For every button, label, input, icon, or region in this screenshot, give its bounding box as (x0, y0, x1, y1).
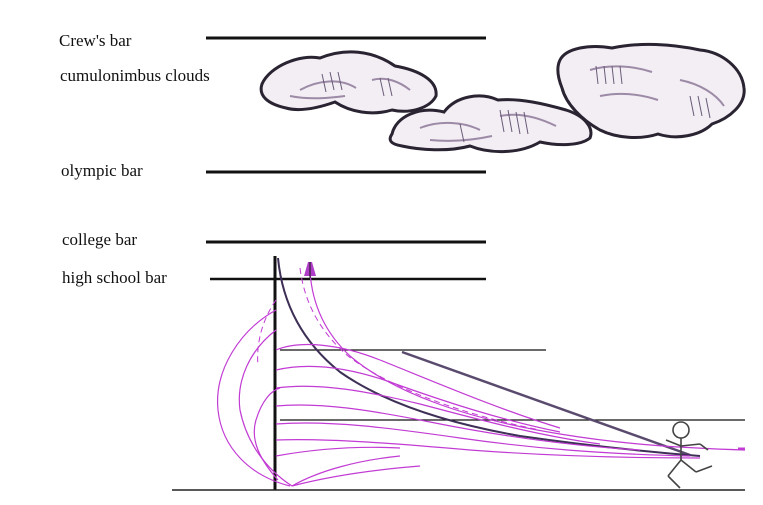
magenta-dashed-trajectories (257, 267, 541, 431)
pole-top-marker-icon (304, 262, 316, 278)
cumulonimbus-cloud-icon (556, 42, 746, 139)
cumulonimbus-cloud-icon (259, 50, 438, 115)
high-school-bar-label: high school bar (62, 268, 167, 287)
stick-figure-icon (665, 421, 713, 489)
college-bar-label: college bar (62, 230, 138, 249)
crews-bar-label: Crew's bar (59, 31, 132, 50)
approach-ramp (401, 350, 691, 457)
olympic-bar-label: olympic bar (61, 161, 143, 180)
magenta-trajectory-fan (217, 271, 746, 487)
main-trajectory-curve (277, 257, 701, 457)
cumulonimbus-cloud-icon (388, 94, 593, 154)
clouds-label: cumulonimbus clouds (60, 66, 210, 85)
